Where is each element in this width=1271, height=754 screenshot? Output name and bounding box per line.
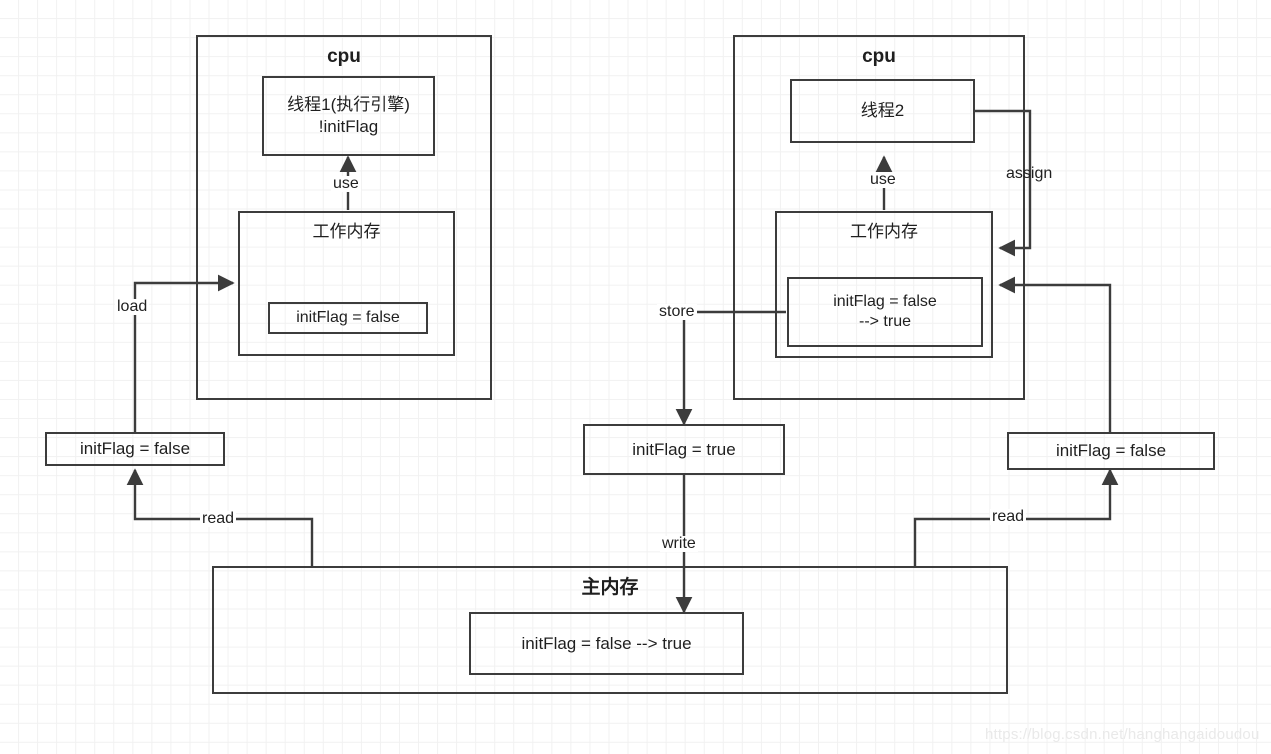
main-memory-value: initFlag = false --> true bbox=[469, 612, 744, 675]
working-memory-right-value: initFlag = false --> true bbox=[787, 277, 983, 347]
cpu-right-frame: cpu bbox=[733, 35, 1025, 400]
label-use-right: use bbox=[868, 171, 898, 188]
main-memory-title: 主内存 bbox=[581, 577, 639, 598]
working-memory-left-title: 工作内存 bbox=[312, 222, 381, 241]
working-memory-right-title: 工作内存 bbox=[850, 222, 918, 241]
label-read-right: read bbox=[990, 508, 1027, 525]
label-read-left: read bbox=[200, 510, 237, 527]
cpu-right-title: cpu bbox=[862, 46, 896, 67]
working-memory-right-box: 工作内存 bbox=[775, 211, 993, 358]
cpu-left-frame: cpu bbox=[196, 35, 492, 400]
right-read-buffer: initFlag = false bbox=[1007, 432, 1215, 470]
label-load-left: load bbox=[115, 298, 150, 315]
watermark: https://blog.csdn.net/hanghangaidoudou bbox=[985, 726, 1260, 743]
label-write: write bbox=[660, 535, 698, 552]
thread2-box: 线程2 bbox=[790, 79, 975, 143]
main-memory-frame: 主内存 bbox=[212, 566, 1008, 694]
store-buffer: initFlag = true bbox=[583, 424, 785, 475]
label-use-left: use bbox=[331, 175, 361, 192]
working-memory-left-box: 工作内存 bbox=[238, 211, 455, 356]
thread1-box: 线程1(执行引擎) !initFlag bbox=[262, 76, 435, 156]
label-assign: assign bbox=[1006, 165, 1053, 182]
working-memory-left-value: initFlag = false bbox=[268, 302, 428, 334]
left-read-buffer: initFlag = false bbox=[45, 432, 225, 466]
label-store: store bbox=[657, 303, 697, 320]
cpu-left-title: cpu bbox=[327, 46, 361, 67]
